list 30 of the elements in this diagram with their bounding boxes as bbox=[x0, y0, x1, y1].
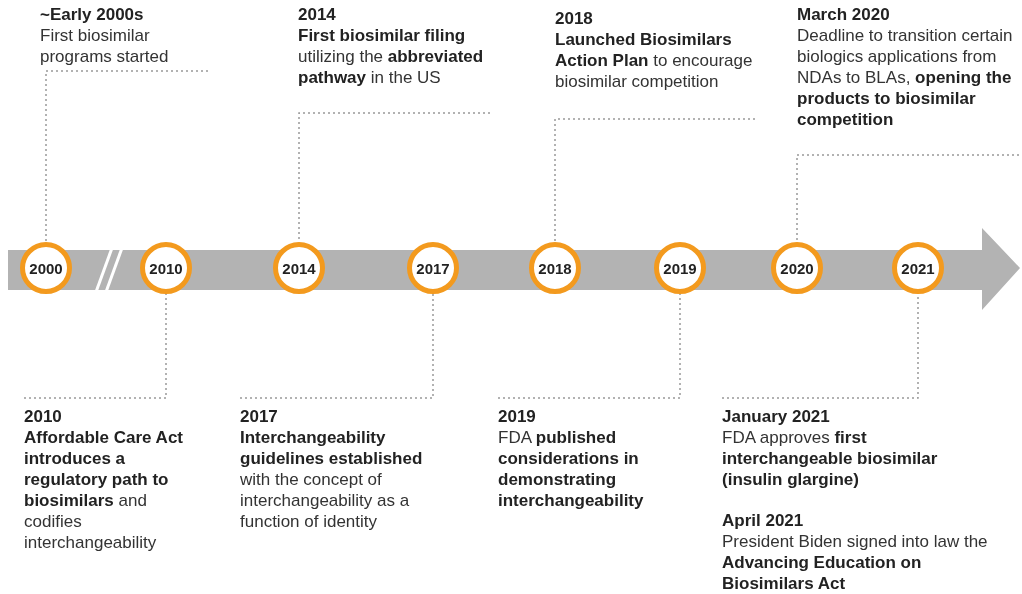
leader-line bbox=[239, 293, 434, 399]
milestone-description: First biosimilar filing utilizing the abbreviated pathway in the US bbox=[298, 25, 485, 88]
year-circle: 2010 bbox=[140, 242, 192, 294]
milestone-description: President Biden signed into law the Advancing Education on Biosimilars Act bbox=[722, 531, 989, 594]
milestone-date: January 2021 bbox=[722, 406, 831, 427]
milestone-description: FDA approves first interchangeable biosimilar (insulin glargine) bbox=[722, 427, 939, 490]
year-circle: 2018 bbox=[529, 242, 581, 294]
year-circle: 2017 bbox=[407, 242, 459, 294]
milestone-description: Interchangeability guidelines established with the concept of interchangeability as a function of identity bbox=[240, 427, 424, 532]
milestone-date: March 2020 bbox=[797, 4, 891, 25]
milestone-description: Launched Biosimilars Action Plan to encourage biosimilar competition bbox=[555, 29, 754, 92]
leader-line bbox=[554, 118, 756, 243]
milestone-description: First biosimilar programs started bbox=[40, 25, 170, 67]
milestone-date: ~Early 2000s bbox=[40, 4, 145, 25]
year-circle: 2020 bbox=[771, 242, 823, 294]
milestone-date: 2014 bbox=[298, 4, 337, 25]
milestone-date: 2017 bbox=[240, 406, 279, 427]
milestone-date: 2019 bbox=[498, 406, 537, 427]
milestone-date: 2010 bbox=[24, 406, 63, 427]
milestone-description: Deadline to transition certain biologics applications from NDAs to BLAs, opening the products to biosimilar competition bbox=[797, 25, 1014, 130]
year-circle: 2000 bbox=[20, 242, 72, 294]
year-circle: 2021 bbox=[892, 242, 944, 294]
year-circle: 2014 bbox=[273, 242, 325, 294]
leader-line bbox=[796, 154, 1020, 243]
milestone-date: April 2021 bbox=[722, 510, 805, 531]
year-circle: 2019 bbox=[654, 242, 706, 294]
leader-line bbox=[45, 70, 209, 243]
milestone-description: FDA published considerations in demonstrating interchangeability bbox=[498, 427, 645, 511]
milestone-description: Affordable Care Act introduces a regulatory path to biosimilars and codifies interchangeability bbox=[24, 427, 184, 553]
milestone-date: 2018 bbox=[555, 8, 594, 29]
